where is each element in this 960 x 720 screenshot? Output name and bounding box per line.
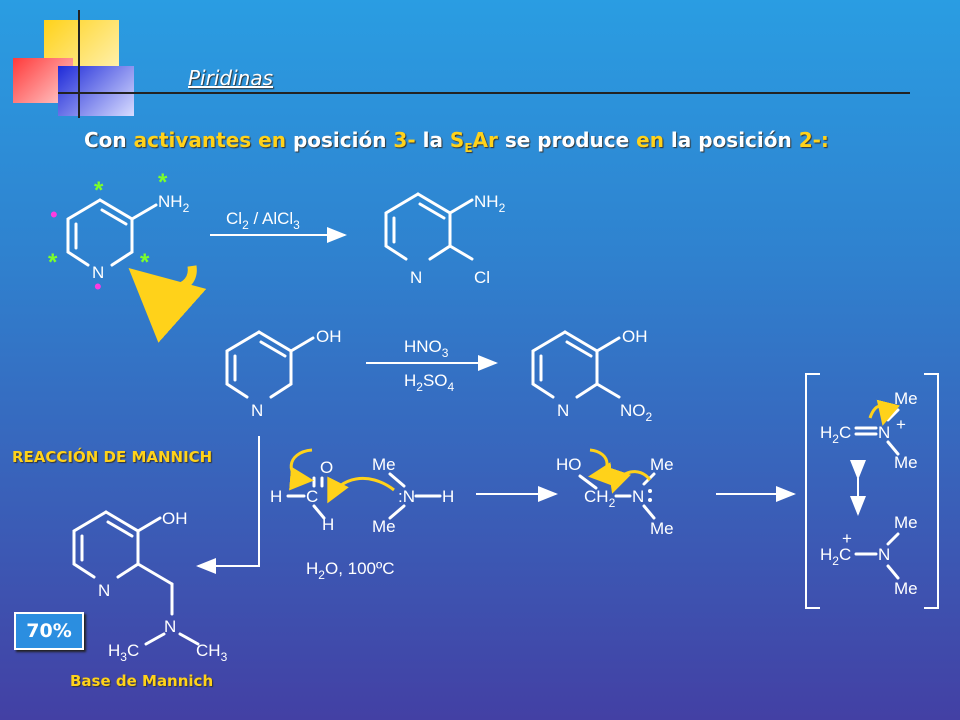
amine-n-label: N xyxy=(164,617,176,636)
reagent-chlorination: Cl2 / AlCl3 xyxy=(226,209,300,232)
dot-marker: • xyxy=(50,202,58,227)
mannich-label: REACCIÓN DE MANNICH xyxy=(12,448,213,466)
logo-square-blue xyxy=(58,66,134,116)
dimethylamine: Me :N H Me xyxy=(372,455,454,536)
mannich-base-label: Base de Mannich xyxy=(70,672,214,690)
svg-text:CH2: CH2 xyxy=(584,487,616,510)
svg-text:N: N xyxy=(632,487,644,506)
amino-group-label: NH2 xyxy=(158,192,190,215)
svg-text:+: + xyxy=(896,415,906,434)
svg-text:+: + xyxy=(842,529,852,548)
methyl-group-label: H3C xyxy=(108,641,139,664)
curved-arrow-icon xyxy=(868,399,900,426)
bracket-right xyxy=(924,373,939,609)
svg-text:N: N xyxy=(878,423,890,442)
svg-text:H: H xyxy=(270,487,282,506)
bracket-left xyxy=(805,373,820,609)
star-marker: * xyxy=(158,169,168,196)
star-marker: * xyxy=(48,249,58,276)
ring-n-label: N xyxy=(410,268,422,287)
title-rule xyxy=(58,92,910,94)
mannich-base-product: N OH N H3C CH3 xyxy=(72,509,228,664)
svg-text:H: H xyxy=(442,487,454,506)
curved-arrow-icon xyxy=(327,476,395,504)
carbocation-form: H2C + N Me Me xyxy=(820,513,918,598)
svg-text:N: N xyxy=(878,545,890,564)
svg-text:Me: Me xyxy=(894,453,918,472)
svg-text:H2C: H2C xyxy=(820,423,851,446)
svg-text:Me: Me xyxy=(650,455,674,474)
ring-n-label: N xyxy=(557,401,569,420)
aminopyridine-reactant: N NH2 * * * * • • xyxy=(48,169,207,343)
svg-text:Me: Me xyxy=(650,519,674,538)
curved-arrow-icon xyxy=(588,448,614,486)
svg-text:Me: Me xyxy=(894,389,918,408)
ring-n-label: N xyxy=(98,581,110,600)
svg-text:H: H xyxy=(322,515,334,534)
yield-badge: 70% xyxy=(14,612,84,650)
amino-group-label: NH2 xyxy=(474,192,506,215)
section-title: Piridinas xyxy=(188,66,273,90)
svg-text:Me: Me xyxy=(894,579,918,598)
mannich-conditions: H2O, 100ºC xyxy=(306,559,395,582)
hydroxy-group-label: OH xyxy=(622,327,648,346)
chloroaminopyridine-product: N NH2 Cl xyxy=(384,192,506,287)
logo-vertical-line xyxy=(78,10,80,118)
ring-n-label: N xyxy=(92,263,104,282)
svg-text::N: :N xyxy=(398,487,415,506)
dot-marker: • xyxy=(94,274,102,299)
hydroxy-group-label: OH xyxy=(162,509,188,528)
iminium-ion: H2C N + Me Me xyxy=(820,389,918,472)
formaldehyde: H C O H xyxy=(270,448,395,534)
heading: Con activantes en posición 3- la SEAr se… xyxy=(84,128,829,155)
curved-arrow-icon xyxy=(289,448,314,491)
nitro-group-label: NO2 xyxy=(620,401,653,424)
svg-text:Me: Me xyxy=(372,517,396,536)
svg-text:O: O xyxy=(320,458,333,477)
ring-n-label: N xyxy=(251,401,263,420)
svg-text:C: C xyxy=(306,487,318,506)
hemiaminal-intermediate: HO CH2 N Me Me xyxy=(556,448,674,538)
nitrohydroxypyridine-product: N OH NO2 xyxy=(531,327,653,424)
reagent-nitric-acid: HNO3 xyxy=(404,337,449,360)
hydroxypyridine-reactant: N OH xyxy=(225,327,342,420)
svg-text:Me: Me xyxy=(894,513,918,532)
directing-arrow-icon xyxy=(128,265,207,343)
mannich-path-arrow xyxy=(196,436,260,574)
methyl-group-label: CH3 xyxy=(196,641,228,664)
star-marker: * xyxy=(140,249,150,276)
reagent-sulfuric-acid: H2SO4 xyxy=(404,371,455,394)
svg-text:HO: HO xyxy=(556,455,582,474)
star-marker: * xyxy=(94,177,104,204)
svg-text:Me: Me xyxy=(372,455,396,474)
curved-arrow-icon xyxy=(608,467,652,494)
hydroxy-group-label: OH xyxy=(316,327,342,346)
svg-text:H2C: H2C xyxy=(820,545,851,568)
chloro-group-label: Cl xyxy=(474,268,490,287)
